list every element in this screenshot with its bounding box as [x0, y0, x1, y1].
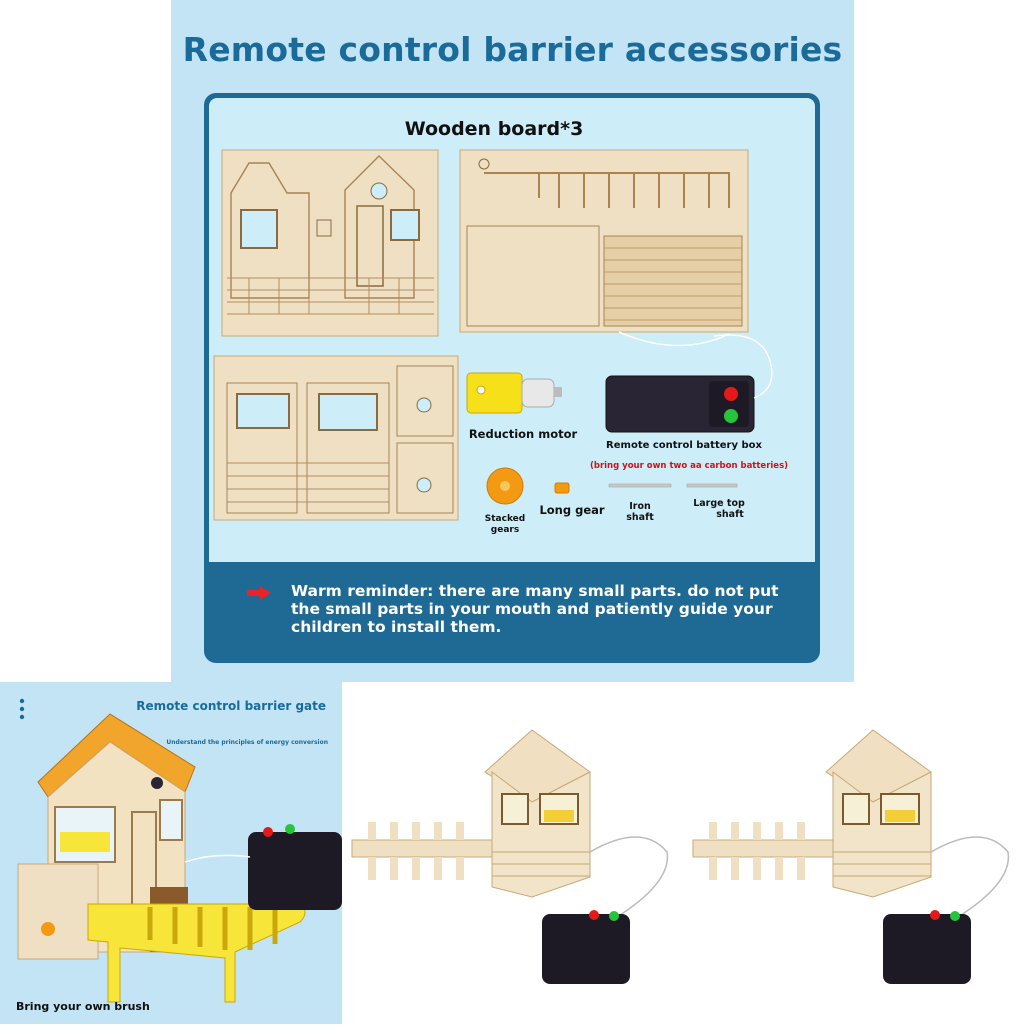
dots-icon: [19, 698, 25, 720]
iron-shaft-label-1: Iron: [629, 501, 651, 512]
stacked-gear-image: [486, 467, 524, 505]
battery-box-image: [605, 334, 773, 433]
large-top-shaft-label-1: Large top: [693, 498, 745, 509]
accessories-panel: Remote control barrier accessories Woode…: [171, 0, 854, 682]
stacked-gears-label-1: Stacked: [484, 514, 526, 524]
barrier-gate-subtitle: Understand the principles of energy conv…: [166, 739, 328, 746]
wooden-board-2: [459, 149, 749, 347]
barrier-gate-photo-panel: Remote control barrier gate Understand t…: [0, 682, 342, 1024]
reduction-motor-image: [466, 372, 562, 414]
barrier-gate-title: Remote control barrier gate: [136, 699, 326, 713]
wooden-board-3: [213, 355, 459, 521]
arrow-right-icon: [247, 586, 271, 600]
wooden-board-1: [221, 149, 439, 337]
parts-illustration: [213, 149, 773, 521]
large-top-shaft-label-2: shaft: [716, 509, 744, 520]
large-top-shaft-image: [686, 483, 738, 488]
assembled-gate-image-2: [692, 729, 1010, 984]
barrier-gate-photo: [17, 713, 342, 1003]
assembled-gate-photo-1: [342, 682, 683, 1024]
parts-area: Wooden board*3: [209, 98, 815, 562]
page-title: Remote control barrier accessories: [182, 30, 843, 69]
bring-brush-caption: Bring your own brush: [16, 1000, 150, 1013]
warm-reminder-text: Warm reminder: there are many small part…: [291, 582, 779, 636]
wooden-board-title: Wooden board*3: [404, 118, 584, 140]
long-gear-image: [554, 482, 570, 494]
assembled-gate-photo-2: [683, 682, 1024, 1024]
stacked-gears-label-2: gears: [490, 525, 520, 535]
battery-box-label: Remote control battery box: [606, 440, 762, 451]
reduction-motor-label: Reduction motor: [468, 427, 578, 441]
assembled-gate-image-1: [351, 729, 669, 984]
battery-note: (bring your own two aa carbon batteries): [589, 461, 789, 471]
accessories-card: Wooden board*3: [204, 93, 820, 663]
iron-shaft-image: [608, 483, 672, 488]
iron-shaft-label-2: shaft: [626, 512, 654, 523]
long-gear-label: Long gear: [539, 503, 605, 517]
